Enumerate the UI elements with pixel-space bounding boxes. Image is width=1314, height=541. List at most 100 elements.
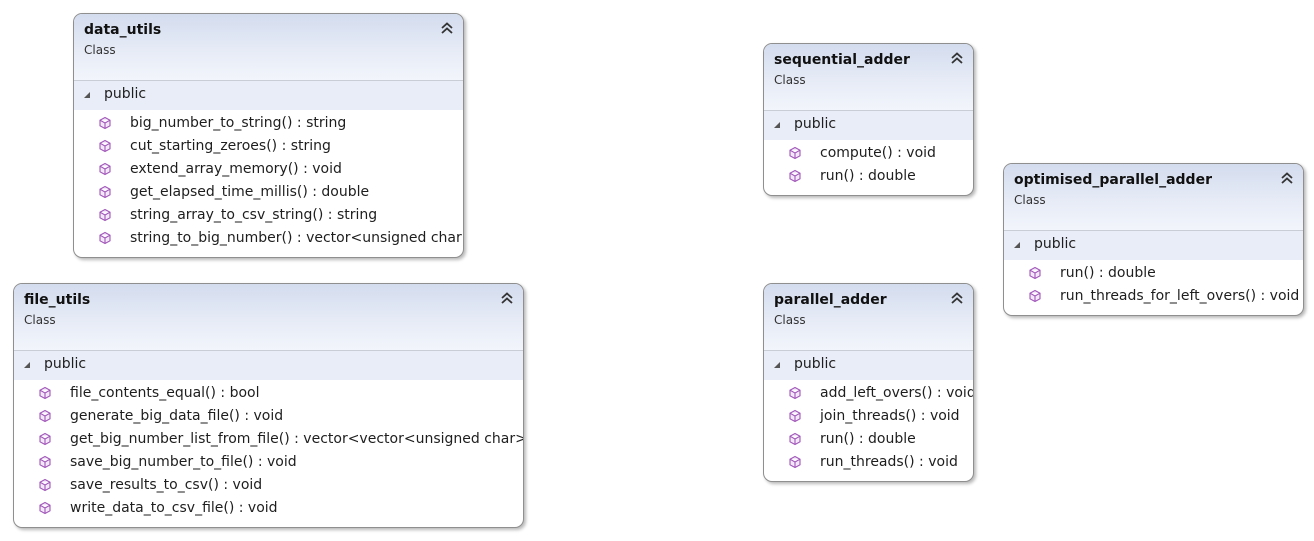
method-item[interactable]: run_threads_for_left_overs() : void bbox=[1004, 286, 1303, 309]
class-box-optimised-parallel-adder[interactable]: optimised_parallel_adder Class public ru… bbox=[1003, 163, 1304, 316]
double-chevron-up-icon[interactable] bbox=[949, 50, 965, 66]
method-item[interactable]: big_number_to_string() : string bbox=[74, 113, 463, 136]
method-signature: save_big_number_to_file() : void bbox=[70, 454, 297, 470]
section-public: public bbox=[764, 111, 973, 140]
method-cube-icon bbox=[789, 409, 801, 423]
method-signature: generate_big_data_file() : void bbox=[70, 408, 284, 424]
method-item[interactable]: save_results_to_csv() : void bbox=[14, 475, 523, 498]
method-cube-icon bbox=[99, 185, 111, 199]
class-stereotype: Class bbox=[84, 43, 116, 57]
method-signature: join_threads() : void bbox=[820, 408, 960, 424]
method-item[interactable]: join_threads() : void bbox=[764, 406, 973, 429]
class-name: parallel_adder bbox=[774, 292, 887, 308]
class-stereotype: Class bbox=[24, 313, 56, 327]
method-list: big_number_to_string() : string cut_star… bbox=[74, 110, 463, 257]
section-label: public bbox=[794, 116, 837, 132]
method-item[interactable]: compute() : void bbox=[764, 143, 973, 166]
method-signature: save_results_to_csv() : void bbox=[70, 477, 263, 493]
method-item[interactable]: extend_array_memory() : void bbox=[74, 159, 463, 182]
method-cube-icon bbox=[39, 432, 51, 446]
method-item[interactable]: cut_starting_zeroes() : string bbox=[74, 136, 463, 159]
class-header: optimised_parallel_adder Class bbox=[1004, 164, 1303, 231]
class-stereotype: Class bbox=[774, 73, 806, 87]
class-box-parallel-adder[interactable]: parallel_adder Class public add_left_ove… bbox=[763, 283, 974, 482]
method-item[interactable]: run() : double bbox=[764, 166, 973, 189]
method-signature: get_elapsed_time_millis() : double bbox=[130, 184, 370, 200]
method-signature: compute() : void bbox=[820, 145, 936, 161]
section-label: public bbox=[794, 356, 837, 372]
method-signature: run_threads_for_left_overs() : void bbox=[1060, 288, 1300, 304]
method-list: run() : double run_threads_for_left_over… bbox=[1004, 260, 1303, 315]
double-chevron-up-icon[interactable] bbox=[439, 20, 455, 36]
section-public: public bbox=[14, 351, 523, 380]
double-chevron-up-icon[interactable] bbox=[1279, 170, 1295, 186]
class-name: file_utils bbox=[24, 292, 91, 308]
method-cube-icon bbox=[39, 501, 51, 515]
method-cube-icon bbox=[39, 455, 51, 469]
class-stereotype: Class bbox=[1014, 193, 1046, 207]
method-cube-icon bbox=[789, 169, 801, 183]
method-item[interactable]: add_left_overs() : void bbox=[764, 383, 973, 406]
method-cube-icon bbox=[99, 231, 111, 245]
method-signature: run() : double bbox=[820, 431, 916, 447]
method-cube-icon bbox=[99, 162, 111, 176]
class-header: data_utils Class bbox=[74, 14, 463, 81]
method-list: compute() : void run() : double bbox=[764, 140, 973, 195]
method-signature: run_threads() : void bbox=[820, 454, 958, 470]
method-cube-icon bbox=[39, 386, 51, 400]
method-cube-icon bbox=[99, 139, 111, 153]
method-item[interactable]: write_data_to_csv_file() : void bbox=[14, 498, 523, 521]
class-header: parallel_adder Class bbox=[764, 284, 973, 351]
method-item[interactable]: string_array_to_csv_string() : string bbox=[74, 205, 463, 228]
method-cube-icon bbox=[789, 432, 801, 446]
method-signature: big_number_to_string() : string bbox=[130, 115, 347, 131]
section-public: public bbox=[74, 81, 463, 110]
double-chevron-up-icon[interactable] bbox=[499, 290, 515, 306]
method-signature: write_data_to_csv_file() : void bbox=[70, 500, 278, 516]
class-box-file-utils[interactable]: file_utils Class public file_contents_eq… bbox=[13, 283, 524, 528]
triangle-expanded-icon[interactable] bbox=[24, 362, 30, 368]
method-list: add_left_overs() : void join_threads() :… bbox=[764, 380, 973, 481]
method-signature: extend_array_memory() : void bbox=[130, 161, 342, 177]
class-box-data-utils[interactable]: data_utils Class public big_number_to_st… bbox=[73, 13, 464, 258]
method-signature: file_contents_equal() : bool bbox=[70, 385, 260, 401]
section-label: public bbox=[1034, 236, 1077, 252]
triangle-expanded-icon[interactable] bbox=[1014, 242, 1020, 248]
method-cube-icon bbox=[99, 116, 111, 130]
class-stereotype: Class bbox=[774, 313, 806, 327]
class-box-sequential-adder[interactable]: sequential_adder Class public compute() … bbox=[763, 43, 974, 196]
method-item[interactable]: run() : double bbox=[764, 429, 973, 452]
method-item[interactable]: run() : double bbox=[1004, 263, 1303, 286]
class-name: optimised_parallel_adder bbox=[1014, 172, 1212, 188]
double-chevron-up-icon[interactable] bbox=[949, 290, 965, 306]
method-cube-icon bbox=[789, 455, 801, 469]
section-label: public bbox=[104, 86, 147, 102]
method-cube-icon bbox=[1029, 266, 1041, 280]
method-cube-icon bbox=[39, 478, 51, 492]
method-item[interactable]: get_big_number_list_from_file() : vector… bbox=[14, 429, 523, 452]
class-name: data_utils bbox=[84, 22, 162, 38]
method-signature: add_left_overs() : void bbox=[820, 385, 974, 401]
method-signature: cut_starting_zeroes() : string bbox=[130, 138, 331, 154]
method-item[interactable]: string_to_big_number() : vector<unsigned… bbox=[74, 228, 463, 251]
method-signature: run() : double bbox=[1060, 265, 1156, 281]
class-header: sequential_adder Class bbox=[764, 44, 973, 111]
triangle-expanded-icon[interactable] bbox=[774, 362, 780, 368]
triangle-expanded-icon[interactable] bbox=[774, 122, 780, 128]
method-signature: get_big_number_list_from_file() : vector… bbox=[70, 431, 524, 447]
method-cube-icon bbox=[789, 386, 801, 400]
method-signature: string_array_to_csv_string() : string bbox=[130, 207, 378, 223]
section-public: public bbox=[764, 351, 973, 380]
method-item[interactable]: file_contents_equal() : bool bbox=[14, 383, 523, 406]
section-public: public bbox=[1004, 231, 1303, 260]
method-item[interactable]: run_threads() : void bbox=[764, 452, 973, 475]
method-item[interactable]: generate_big_data_file() : void bbox=[14, 406, 523, 429]
class-header: file_utils Class bbox=[14, 284, 523, 351]
method-signature: string_to_big_number() : vector<unsigned… bbox=[130, 230, 464, 246]
method-item[interactable]: save_big_number_to_file() : void bbox=[14, 452, 523, 475]
method-cube-icon bbox=[1029, 289, 1041, 303]
triangle-expanded-icon[interactable] bbox=[84, 92, 90, 98]
method-list: file_contents_equal() : bool generate_bi… bbox=[14, 380, 523, 527]
method-cube-icon bbox=[99, 208, 111, 222]
method-item[interactable]: get_elapsed_time_millis() : double bbox=[74, 182, 463, 205]
